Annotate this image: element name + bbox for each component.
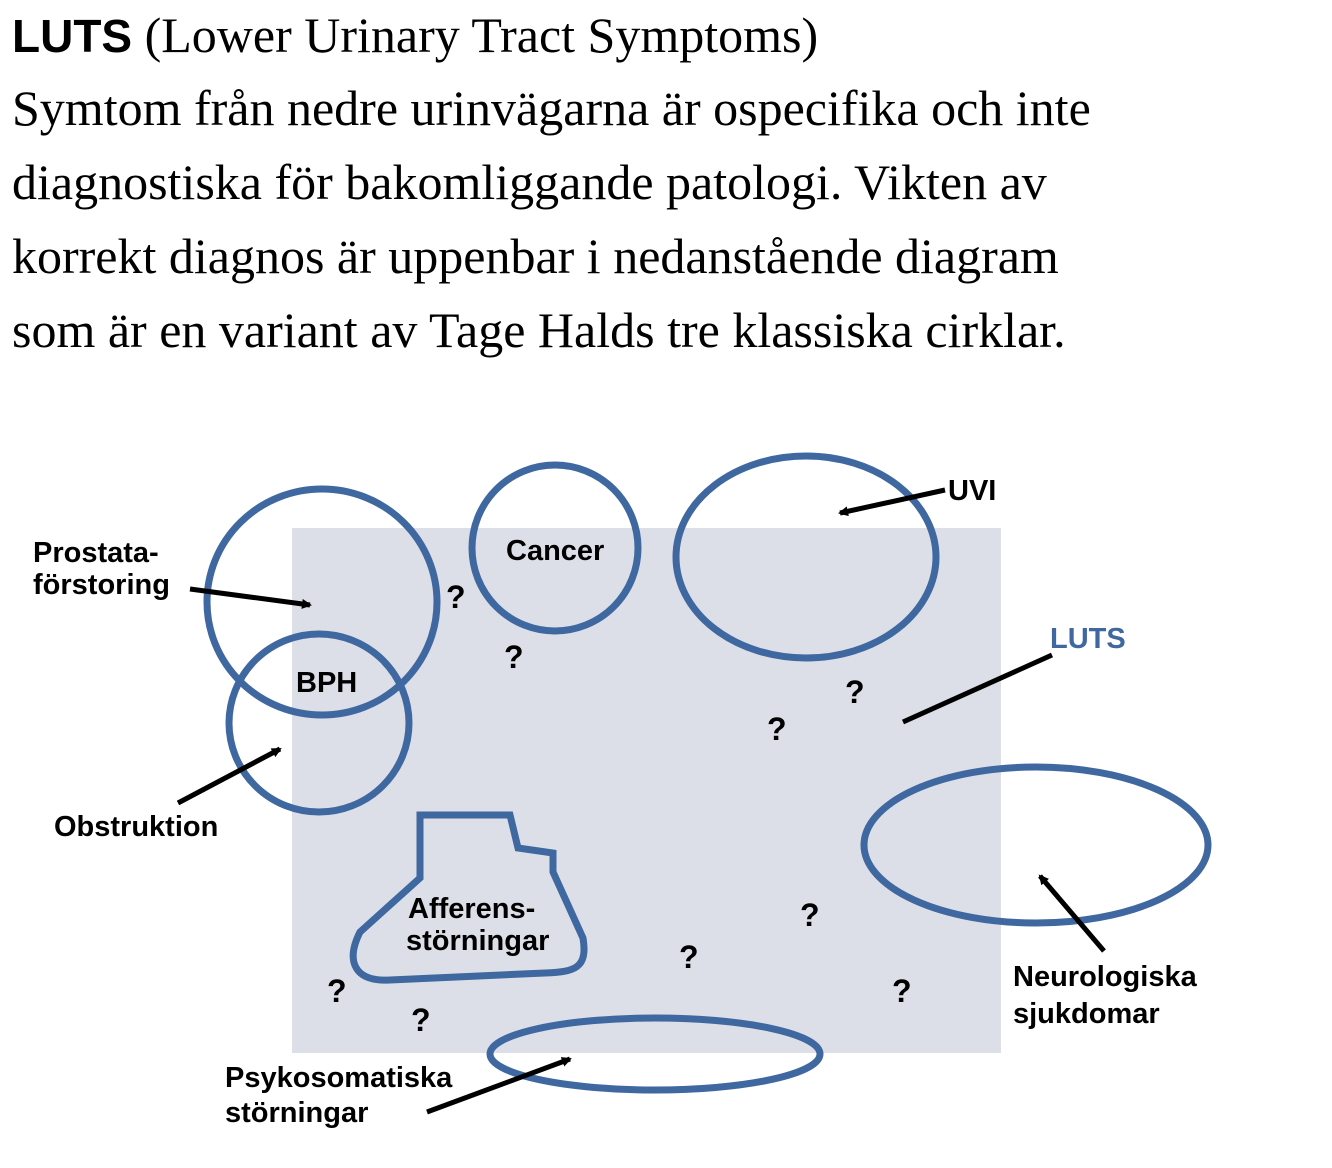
label-bph: BPH (296, 667, 357, 699)
afferens-shape (349, 811, 588, 984)
label-afferens-2: störningar (406, 925, 549, 957)
label-prostata-1: Prostata- (33, 537, 159, 569)
intro-line-1: Symtom från nedre urinvägarna är ospecif… (12, 80, 1091, 136)
luts-region (292, 528, 1001, 1053)
unknown-cause-markers: ? ? ? ? ? ? ? ? ? (327, 579, 912, 1038)
label-cancer: Cancer (506, 535, 604, 567)
question-mark: ? (327, 973, 347, 1009)
label-luts: LUTS (1050, 623, 1126, 655)
intro-line-2: diagnostiska för bakomliggande patologi.… (12, 154, 1047, 210)
label-afferens-1: Afferens- (408, 893, 535, 925)
label-psyko-2: störningar (225, 1097, 368, 1129)
neuro-arrow (1038, 874, 1106, 953)
cancer-circle (468, 461, 642, 635)
question-mark: ? (411, 1002, 431, 1038)
intro-line-4: som är en variant av Tage Halds tre klas… (12, 302, 1066, 358)
question-mark: ? (679, 939, 699, 975)
heading-block: LUTS (Lower Urinary Tract Symptoms) Symt… (12, 0, 1322, 367)
intro-line-3: korrekt diagnos är uppenbar i nedanståen… (12, 228, 1059, 284)
psyko-arrow (426, 1056, 572, 1115)
obstruktion-circle (225, 630, 413, 816)
question-mark: ? (892, 973, 912, 1009)
label-uvi: UVI (948, 475, 996, 507)
label-neuro-1: Neurologiska (1013, 961, 1198, 993)
luts-pointer-line (901, 652, 1054, 725)
label-obstruktion: Obstruktion (54, 811, 218, 843)
intro-paragraph: Symtom från nedre urinvägarna är ospecif… (12, 71, 1322, 367)
label-prostata-2: förstoring (33, 569, 170, 601)
question-mark: ? (767, 711, 787, 747)
uvi-arrow (838, 487, 946, 517)
title-expansion: (Lower Urinary Tract Symptoms) (132, 7, 819, 63)
question-mark: ? (504, 639, 524, 675)
page-title: LUTS (Lower Urinary Tract Symptoms) (12, 0, 1322, 71)
prostata-circle (203, 485, 441, 719)
pointer-arrows (176, 487, 1106, 1115)
obstruktion-arrow (176, 746, 282, 806)
question-mark: ? (446, 579, 466, 615)
label-neuro-2: sjukdomar (1013, 998, 1160, 1030)
condition-outlines (203, 452, 1212, 1094)
label-psyko-1: Psykosomatiska (225, 1062, 453, 1094)
neuro-ellipse (860, 763, 1212, 927)
uvi-ellipse (672, 452, 940, 662)
psyko-ellipse (486, 1014, 824, 1094)
prostata-arrow (189, 586, 312, 609)
title-acronym: LUTS (12, 10, 133, 62)
question-mark: ? (800, 897, 820, 933)
question-mark: ? (845, 674, 865, 710)
